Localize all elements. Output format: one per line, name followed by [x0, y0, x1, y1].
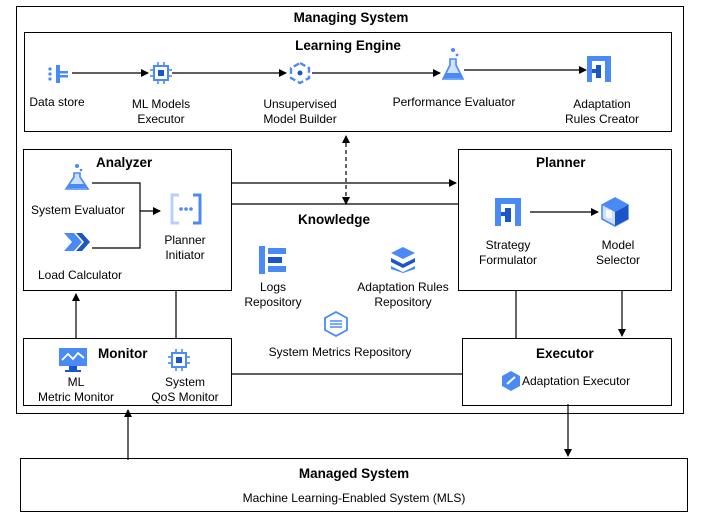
qos-monitor-chip-icon — [168, 349, 190, 371]
executor-title: Executor — [536, 346, 594, 361]
load-calculator-label: Load Calculator — [37, 268, 123, 282]
logs-repository-icon — [259, 246, 286, 274]
system-metrics-repository-icon — [324, 311, 348, 337]
learning-engine-box — [24, 32, 672, 132]
ml-models-executor-label: ML Models Executor — [131, 97, 191, 126]
metric-monitor-icon — [59, 348, 87, 372]
monitor-box — [23, 338, 232, 406]
adaptation-executor-icon — [502, 371, 520, 391]
data-store-icon — [48, 65, 68, 83]
planner-title: Planner — [536, 155, 586, 170]
analyzer-box — [23, 149, 232, 291]
managed-system-subtitle: Machine Learning-Enabled System (MLS) — [242, 491, 466, 505]
system-evaluator-label: System Evaluator — [30, 203, 126, 217]
managed-system-title: Managed System — [298, 466, 410, 481]
model-selector-icon — [601, 197, 629, 227]
managed-system-box — [20, 458, 688, 512]
unsupervised-builder-label: Unsupervised Model Builder — [263, 97, 337, 126]
monitor-title: Monitor — [98, 346, 148, 361]
learning-engine-title: Learning Engine — [295, 38, 401, 53]
rules-creator-label: Adaptation Rules Creator — [564, 97, 640, 126]
managing-system-title: Managing System — [293, 10, 409, 25]
executor-box — [462, 338, 672, 406]
adaptation-rules-repository-label: Adaptation Rules Repository — [357, 280, 449, 309]
load-calculator-icon — [64, 233, 90, 251]
planner-box — [458, 149, 672, 291]
adaptation-rules-repository-icon — [391, 247, 415, 273]
model-selector-label: Model Selector — [595, 238, 641, 267]
data-store-label: Data store — [29, 95, 85, 109]
strategy-formulator-label: Strategy Formulator — [478, 238, 537, 267]
flask-icon — [441, 48, 465, 80]
adaptation-executor-label: Adaptation Executor — [522, 374, 631, 388]
planner-initiator-icon — [170, 193, 202, 225]
system-evaluator-flask-icon — [64, 164, 90, 190]
system-qos-monitor-label: System QoS Monitor — [151, 375, 219, 404]
rules-creator-icon — [587, 56, 611, 82]
logs-repository-label: Logs Repository — [244, 280, 302, 309]
strategy-formulator-icon — [495, 198, 521, 226]
performance-evaluator-label: Performance Evaluator — [392, 95, 516, 109]
knowledge-title: Knowledge — [298, 212, 371, 227]
unsupervised-builder-icon — [289, 61, 311, 85]
planner-initiator-label: Planner Initiator — [164, 233, 206, 262]
system-metrics-repository-label: System Metrics Repository — [268, 345, 412, 359]
managing-system-box — [16, 6, 684, 414]
ml-metric-monitor-label: ML Metric Monitor — [37, 375, 114, 404]
chip-icon — [150, 62, 172, 84]
analyzer-title: Analyzer — [96, 155, 153, 170]
